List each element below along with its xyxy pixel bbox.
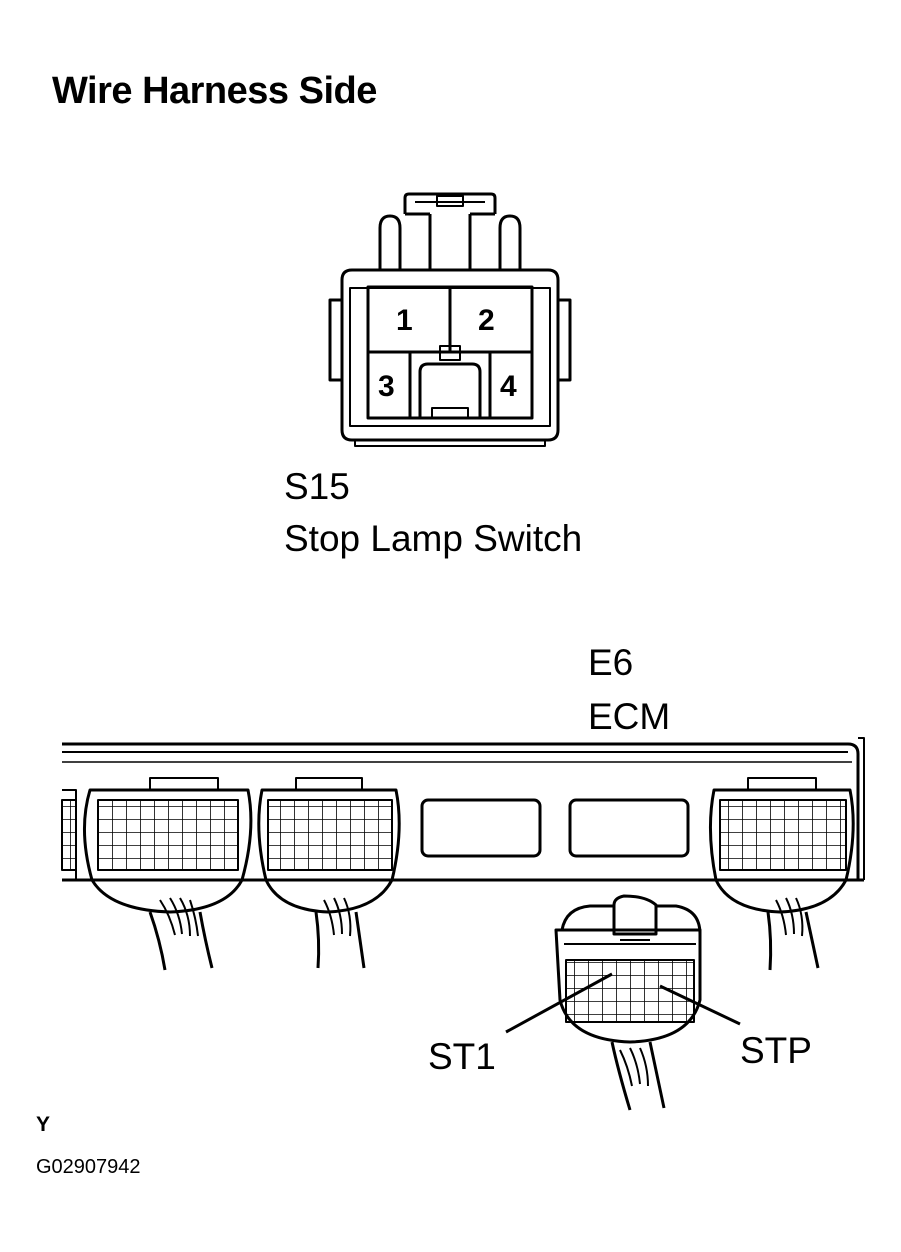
terminal-st1-label: ST1 <box>428 1036 496 1077</box>
ecm-connector-a <box>83 777 253 971</box>
s15-pin-4-label: 4 <box>500 370 517 403</box>
e6-connector-name: ECM <box>588 696 671 737</box>
e6-connector-code: E6 <box>588 642 634 683</box>
figure-letter: Y <box>36 1113 51 1136</box>
ecm-connector-right <box>708 777 855 971</box>
s15-connector-code: S15 <box>284 466 350 507</box>
s15-pin-1-label: 1 <box>396 304 413 337</box>
s15-connector-name: Stop Lamp Switch <box>284 518 583 559</box>
terminal-stp-label: STP <box>740 1030 812 1071</box>
e6-connector-unplugged <box>554 894 702 1111</box>
ecm-connector-b <box>257 777 401 969</box>
s15-pin-2-label: 2 <box>478 304 495 337</box>
s15-pin-3-label: 3 <box>378 370 395 403</box>
figure-code: G02907942 <box>36 1156 141 1178</box>
diagram-title: Wire Harness Side <box>52 70 377 112</box>
